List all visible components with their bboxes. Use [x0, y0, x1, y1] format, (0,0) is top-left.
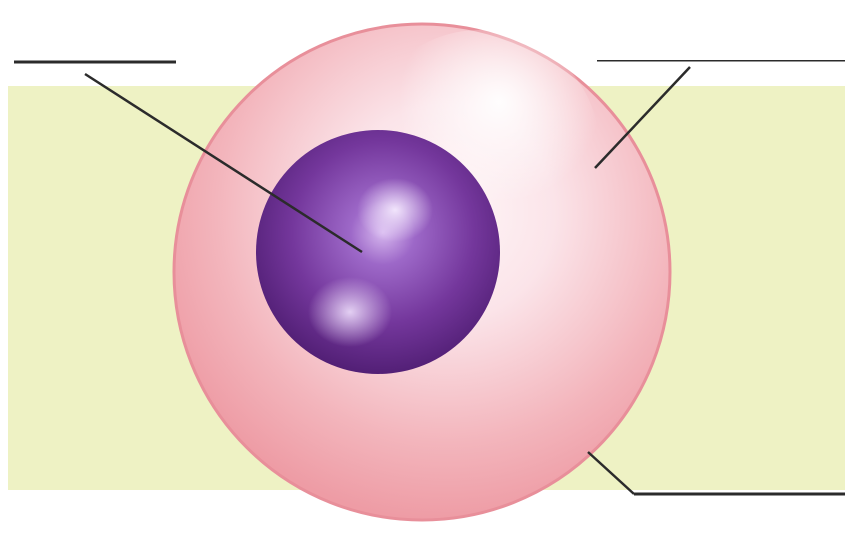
nucleus-label-box	[10, 24, 154, 60]
cell-membrane-label-box	[633, 496, 845, 541]
nucleus-highlight-lower	[308, 277, 392, 347]
nucleus-highlight-upper	[357, 178, 433, 242]
cytoplasm-label-box	[596, 16, 845, 60]
